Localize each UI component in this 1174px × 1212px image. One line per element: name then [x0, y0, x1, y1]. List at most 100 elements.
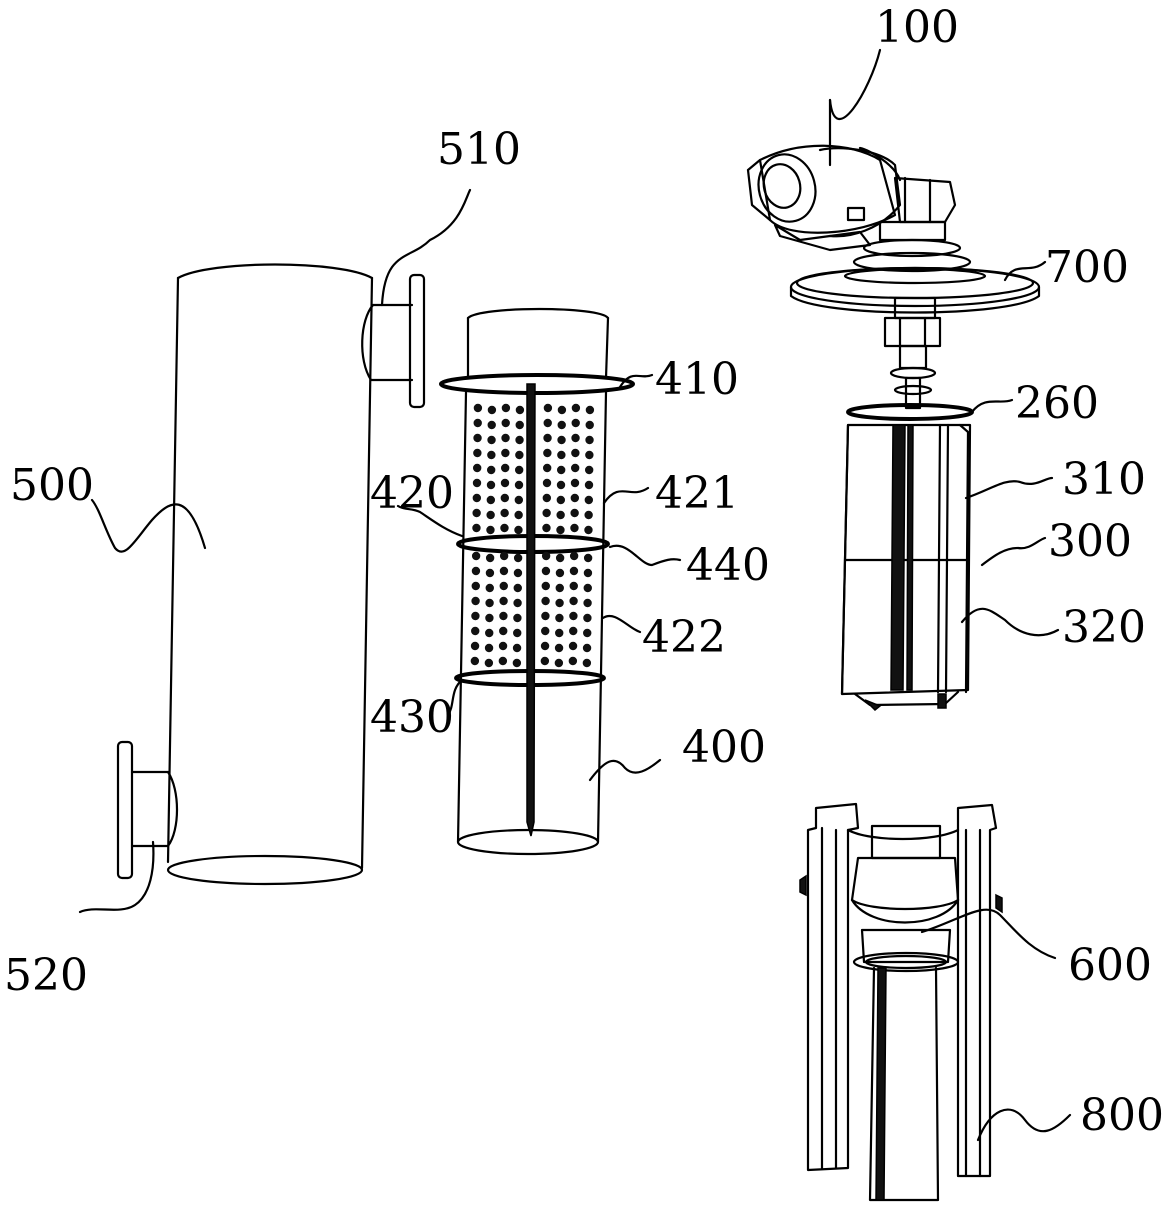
- perforation-hole: [585, 405, 595, 415]
- motor-100: [746, 144, 972, 273]
- outlet-nozzle-520: [116, 740, 179, 880]
- perforation-hole: [498, 641, 508, 651]
- perforation-hole: [571, 418, 580, 428]
- perforation-hole: [568, 641, 578, 651]
- perforation-hole: [515, 450, 524, 460]
- perforation-hole: [543, 418, 552, 428]
- label-300: 300: [1048, 516, 1132, 567]
- label-422: 422: [642, 612, 726, 663]
- perforation-hole: [557, 450, 566, 460]
- perforation-hole: [555, 598, 564, 608]
- perforation-hole: [471, 566, 481, 576]
- perforation-hole: [487, 420, 496, 430]
- label-440: 440: [686, 540, 770, 591]
- perforation-hole: [542, 478, 552, 488]
- perforation-hole: [540, 641, 550, 651]
- perforation-hole: [486, 480, 496, 490]
- perforation-hole: [556, 525, 565, 535]
- perforation-hole: [556, 495, 566, 505]
- label-410: 410: [655, 354, 739, 405]
- label-310: 310: [1062, 454, 1146, 505]
- label-700: 700: [1045, 242, 1129, 293]
- perforation-hole: [555, 553, 565, 563]
- perforation-hole: [513, 568, 523, 578]
- perforation-holes: [470, 403, 595, 668]
- perforation-hole: [569, 596, 578, 606]
- perforation-hole: [555, 628, 564, 638]
- perforation-hole: [556, 510, 565, 520]
- perforation-hole: [541, 596, 550, 606]
- perforation-hole: [485, 568, 495, 578]
- label-510: 510: [437, 124, 521, 175]
- perforation-hole: [570, 508, 579, 518]
- perforation-hole: [473, 418, 482, 428]
- perforation-hole: [514, 465, 524, 475]
- perforation-hole: [583, 613, 592, 623]
- perforation-hole: [472, 478, 482, 488]
- perforation-hole: [556, 480, 566, 490]
- perforation-hole: [499, 551, 509, 561]
- center-rod: [526, 383, 536, 837]
- perforation-hole: [501, 448, 510, 458]
- perforation-hole: [556, 465, 566, 475]
- perforation-hole: [542, 508, 551, 518]
- perforation-hole: [513, 553, 523, 563]
- perforation-hole: [499, 596, 508, 606]
- label-320: 320: [1062, 602, 1146, 653]
- perforation-hole: [486, 495, 496, 505]
- label-800: 800: [1080, 1090, 1164, 1141]
- perforation-hole: [570, 493, 580, 503]
- perforation-hole: [500, 493, 510, 503]
- flange-410: [439, 373, 635, 395]
- label-600: 600: [1068, 940, 1152, 991]
- perforation-hole: [473, 403, 483, 413]
- perforation-hole: [583, 553, 593, 563]
- perforation-hole: [542, 493, 552, 503]
- perforation-hole: [585, 450, 594, 460]
- perforation-hole: [513, 613, 522, 623]
- perforation-hole: [542, 523, 551, 533]
- perforation-hole: [513, 628, 522, 638]
- perforation-hole: [471, 596, 480, 606]
- perforation-hole: [471, 581, 480, 591]
- filter-basket-400: [439, 307, 635, 856]
- perforation-hole: [513, 583, 522, 593]
- perforation-hole: [555, 613, 564, 623]
- perforation-hole: [515, 420, 524, 430]
- perforation-hole: [540, 656, 550, 666]
- perforation-hole: [541, 581, 550, 591]
- label-520: 520: [4, 950, 88, 1001]
- perforation-hole: [543, 403, 553, 413]
- perforation-hole: [500, 463, 510, 473]
- perforation-hole: [514, 495, 524, 505]
- perforation-hole: [487, 435, 496, 445]
- perforation-hole: [570, 523, 579, 533]
- perforation-hole: [541, 611, 550, 621]
- perforation-hole: [485, 598, 494, 608]
- perforation-hole: [485, 583, 494, 593]
- perforation-hole: [470, 641, 480, 651]
- perforation-hole: [485, 553, 495, 563]
- perforation-hole: [569, 626, 578, 636]
- perforation-hole: [543, 448, 552, 458]
- perforation-hole: [513, 598, 522, 608]
- perforation-hole: [515, 405, 525, 415]
- perforation-hole: [583, 628, 592, 638]
- perforation-hole: [499, 611, 508, 621]
- filter-element-300: [840, 403, 974, 712]
- perforation-hole: [484, 643, 494, 653]
- perforation-hole: [582, 658, 592, 668]
- perforation-hole: [485, 613, 494, 623]
- perforation-hole: [557, 420, 566, 430]
- perforation-hole: [554, 658, 564, 668]
- label-100: 100: [875, 2, 959, 53]
- perforation-hole: [486, 510, 495, 520]
- perforation-hole: [571, 448, 580, 458]
- perforation-hole: [487, 450, 496, 460]
- cover-plate-700: [789, 266, 1041, 314]
- perforation-hole: [472, 523, 481, 533]
- perforation-hole: [500, 478, 510, 488]
- perforation-hole: [569, 581, 578, 591]
- perforation-hole: [500, 523, 509, 533]
